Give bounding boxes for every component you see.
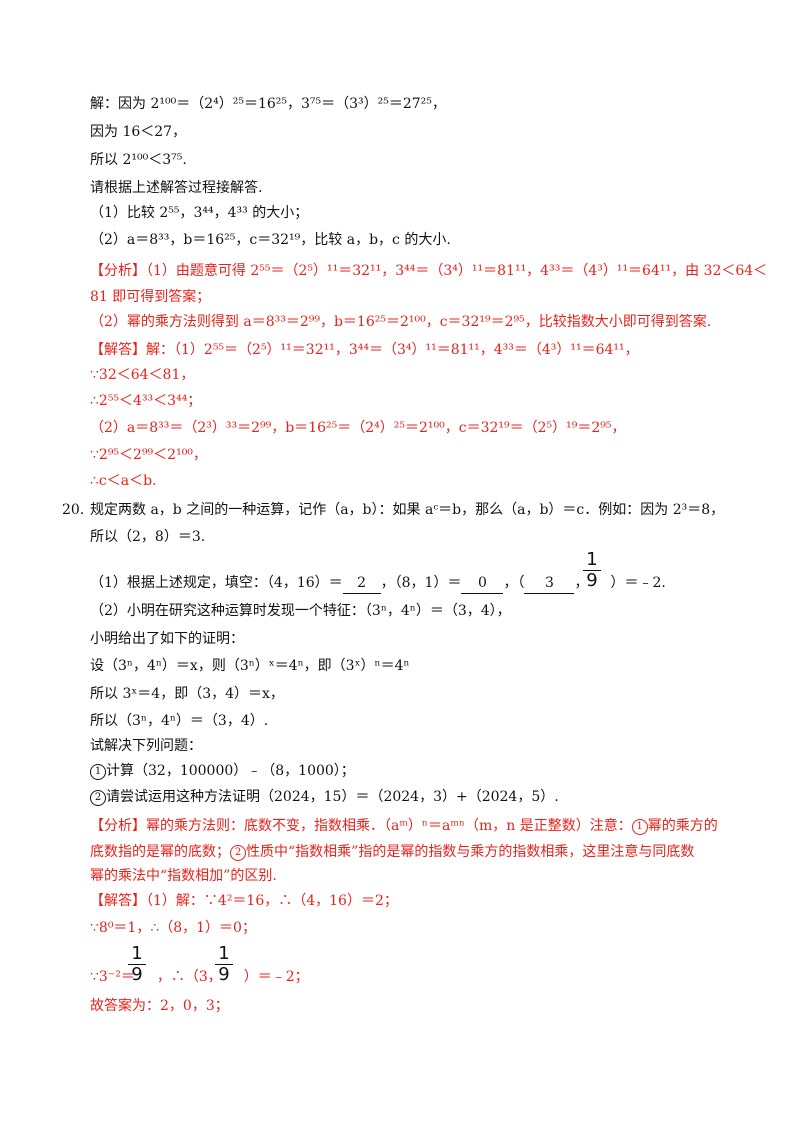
fraction-denominator: 9 (586, 570, 598, 591)
solution-line: ∴c＜a＜b. (90, 473, 157, 489)
text-line: 请根据上述解答过程接解答. (90, 180, 263, 196)
fraction-one-ninth: 1 9 (215, 943, 233, 985)
fraction-denominator: 9 (131, 964, 143, 985)
text: 幂的乘方的 (647, 818, 718, 834)
text: 底数指的是幂的底数； (90, 844, 230, 860)
circled-number: 2 (230, 845, 246, 861)
text-line: 因为 16＜27， (90, 124, 187, 140)
fraction-bar (128, 964, 146, 965)
question-part-2: （2）a＝8³³，b＝16²⁵，c＝32¹⁹，比较 a，b，c 的大小. (90, 232, 451, 248)
question-part-1: （1）比较 2⁵⁵，3⁴⁴，4³³ 的大小； (90, 205, 309, 221)
text-line: 试解决下列问题： (90, 738, 202, 754)
analysis-line: （2）幂的乘方法则得到 a＝8³³＝2⁹⁹，b＝16²⁵＝2¹⁰⁰，c＝32¹⁹… (90, 314, 712, 330)
text: （1）根据上述规定，填空：（4，16）＝ (90, 575, 343, 591)
text-line: 小明给出了如下的证明： (90, 631, 244, 647)
solution-line: ∵3⁻²＝ ，∴（3， ）＝﹣2； (90, 967, 309, 987)
fraction-numerator: 1 (586, 549, 598, 570)
fraction-one-ninth: 1 9 (128, 943, 146, 985)
answer-line: 故答案为：2，0，3； (90, 998, 229, 1014)
text-line: 解：因为 2¹⁰⁰＝（2⁴）²⁵＝16²⁵，3⁷⁵＝（3³）²⁵＝27²⁵， (90, 96, 446, 112)
fraction-numerator: 1 (218, 943, 230, 964)
question-stem: 规定两数 a，b 之间的一种运算，记作（a，b）：如果 aᶜ＝b，那么（a，b）… (90, 502, 725, 518)
solution-line: ∵32＜64＜81， (90, 367, 195, 383)
answer-blank-1: 2 (342, 573, 381, 594)
text-line: 所以 2¹⁰⁰＜3⁷⁵. (90, 152, 187, 168)
answer-blank-3: 3 (524, 573, 575, 594)
circled-number: 1 (631, 819, 648, 835)
solution-line: ∵2⁹⁵＜2⁹⁹＜2¹⁰⁰， (90, 447, 207, 463)
text: ，（ (503, 575, 525, 591)
text: ，∴（3， (156, 969, 222, 985)
fraction-bar (583, 570, 601, 571)
proof-line: 设（3ⁿ，4ⁿ）＝x，则（3ⁿ）ˣ＝4ⁿ，即（3ˣ）ⁿ＝4ⁿ (90, 658, 410, 674)
text: ， (574, 575, 589, 591)
text: ）＝﹣2； (243, 969, 309, 985)
question-part-2: （2）小明在研究这种运算时发现一个特征：（3ⁿ，4ⁿ）＝（3，4）， (90, 603, 511, 619)
question-stem: 所以（2，8）＝3. (90, 529, 206, 545)
text: 【分析】幂的乘方法则：底数不变，指数相乘．（aᵐ）ⁿ＝aᵐⁿ（m，n 是正整数）… (90, 818, 632, 834)
solution-line: ∵8⁰＝1，∴（8，1）＝0； (90, 920, 256, 936)
fraction-bar (215, 964, 233, 965)
fraction-one-ninth: 1 9 (583, 549, 601, 591)
text: ，（8，1）＝ (380, 575, 462, 591)
text: 请尝试运用这种方法证明（2024，15）＝（2024，3）+（2024，5）. (106, 789, 559, 805)
fraction-numerator: 1 (131, 943, 143, 964)
fraction-denominator: 9 (218, 964, 230, 985)
text: ）＝﹣2. (610, 575, 666, 591)
text: 性质中“指数相乘”指的是幂的指数与乘方的指数相乘，这里注意与同底数 (246, 844, 695, 860)
solution-line: 【解答】（1）解：∵4²＝16，∴（4，16）＝2； (90, 893, 398, 909)
analysis-line: 幂的乘法中“指数相加”的区别. (90, 868, 277, 884)
fill-blank-line: （1）根据上述规定，填空：（4，16）＝2，（8，1）＝0，（3， ）＝﹣2. (90, 573, 666, 594)
solution-line: ∴2⁵⁵＜4³³＜3⁴⁴； (90, 393, 202, 409)
answer-blank-2: 0 (461, 573, 504, 594)
analysis-line: 81 即可得到答案； (90, 289, 211, 305)
question-number: 20. (62, 502, 85, 518)
proof-line: 所以 3ˣ＝4，即（3，4）＝x， (90, 686, 284, 702)
circled-number: 1 (90, 764, 106, 780)
text: 计算（32，100000）﹣（8，1000）； (106, 763, 355, 779)
analysis-line: 【分析】（1）由题意可得 2⁵⁵＝（2⁵）¹¹＝32¹¹，3⁴⁴＝（3⁴）¹¹＝… (90, 263, 768, 279)
proof-line: 所以（3ⁿ，4ⁿ）＝（3，4）. (90, 713, 269, 729)
solution-line: 【解答】解：（1）2⁵⁵＝（2⁵）¹¹＝32¹¹，3⁴⁴＝（3⁴）¹¹＝81¹¹… (90, 342, 639, 358)
circled-number: 2 (90, 790, 106, 806)
solution-line: （2）a＝8³³＝（2³）³³＝2⁹⁹，b＝16²⁵＝（2⁴）²⁵＝2¹⁰⁰，c… (90, 420, 626, 436)
analysis-line: 【分析】幂的乘方法则：底数不变，指数相乘．（aᵐ）ⁿ＝aᵐⁿ（m，n 是正整数）… (90, 816, 718, 836)
text: ∵3⁻²＝ (90, 969, 135, 985)
